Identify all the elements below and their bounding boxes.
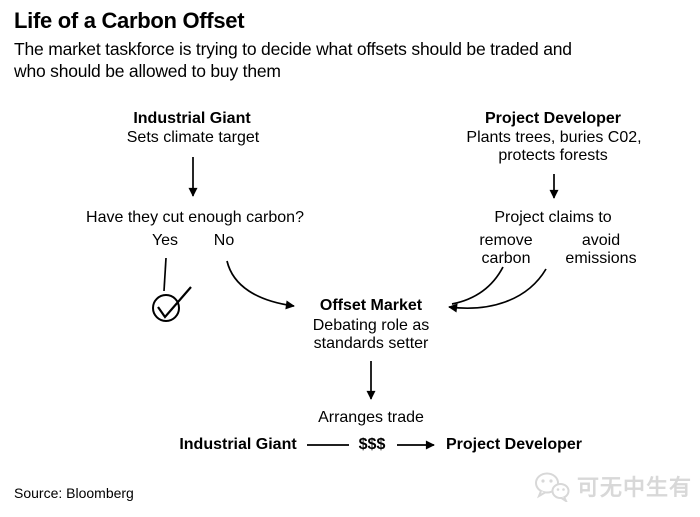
label-remove-line1: remove [479,232,533,249]
node-offset-market-role-line2: standards setter [313,335,429,352]
checkmark-icon [158,287,191,317]
node-industrial-giant-title: Industrial Giant [133,110,251,127]
label-no: No [213,232,235,249]
label-avoid-line1: avoid [581,232,621,249]
node-project-developer-action-line2: protects forests [498,147,608,164]
arrow-avoid-emissions-to-offset-market [448,269,546,313]
watermark: 可无中生有 [533,470,692,502]
trade-seller-project-developer: Project Developer [445,436,583,453]
source-credit: Source: Bloomberg [14,485,134,501]
checkmark-circle-icon [153,295,179,321]
node-project-developer-title: Project Developer [484,110,622,127]
page-subtitle-line2: who should be allowed to buy them [14,61,281,81]
node-industrial-giant-action: Sets climate target [126,129,260,146]
label-remove-line2: carbon [481,250,531,267]
watermark-text: 可无中生有 [576,475,692,500]
label-yes: Yes [151,232,179,249]
arrow-remove-carbon-to-offset-market [452,267,503,304]
node-offset-market-title: Offset Market [319,297,423,314]
trade-buyer-industrial-giant: Industrial Giant [179,436,297,453]
trade-payment-money: $$$ [358,436,386,453]
label-arranges-trade: Arranges trade [318,409,424,426]
label-avoid-line2: emissions [565,250,637,267]
question-cut-enough-carbon: Have they cut enough carbon? [86,209,304,226]
page-subtitle-line1: The market taskforce is trying to decide… [14,39,572,59]
node-offset-market-role-line1: Debating role as [312,317,430,334]
line-yes-to-check [164,258,166,291]
label-project-claims: Project claims to [494,209,612,226]
wechat-icon [534,472,570,502]
node-project-developer-action-line1: Plants trees, buries C02, [466,129,642,146]
page-title: Life of a Carbon Offset [14,8,245,33]
arrow-no-to-offset-market [227,261,295,310]
